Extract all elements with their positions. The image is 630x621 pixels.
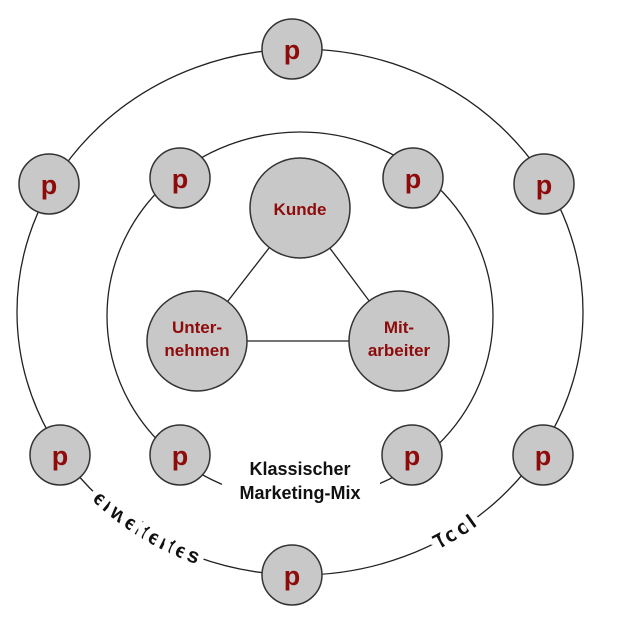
inner-p-node: p bbox=[149, 147, 211, 209]
p-label: p bbox=[535, 441, 552, 471]
p-label: p bbox=[172, 164, 189, 194]
p-label: p bbox=[172, 441, 189, 471]
core-node-unternehmen: Unter- nehmen bbox=[146, 290, 248, 392]
core-label-mitarbeiter-1: Mit- bbox=[384, 318, 414, 337]
core-node-mitarbeiter: Mit- arbeiter bbox=[348, 290, 450, 392]
outer-p-node: p bbox=[512, 424, 574, 486]
core-label-kunde: Kunde bbox=[274, 200, 327, 219]
outer-ring-label-left: erweitertes bbox=[88, 487, 203, 570]
outer-p-node: p bbox=[513, 153, 575, 215]
p-label: p bbox=[404, 441, 421, 471]
core-label-unternehmen-1: Unter- bbox=[172, 318, 222, 337]
outer-p-node: p bbox=[261, 544, 323, 606]
inner-ring-label-line1: Klassischer bbox=[249, 459, 350, 479]
outer-p-node: p bbox=[18, 153, 80, 215]
outer-ring-label-right: Tool bbox=[430, 510, 482, 554]
core-node-kunde: Kunde bbox=[249, 157, 351, 259]
p-label: p bbox=[41, 170, 58, 200]
p-label: p bbox=[405, 164, 422, 194]
core-label-unternehmen-2: nehmen bbox=[164, 341, 229, 360]
inner-p-node: p bbox=[382, 147, 444, 209]
inner-p-node: p bbox=[149, 424, 211, 486]
inner-p-node: p bbox=[381, 424, 443, 486]
inner-ring-label-line2: Marketing-Mix bbox=[239, 483, 360, 503]
p-label: p bbox=[284, 35, 301, 65]
inner-label-backdrop bbox=[222, 455, 380, 507]
p-label: p bbox=[284, 561, 301, 591]
outer-p-node: p bbox=[29, 424, 91, 486]
core-label-mitarbeiter-2: arbeiter bbox=[368, 341, 431, 360]
p-label: p bbox=[52, 441, 69, 471]
outer-p-node: p bbox=[261, 18, 323, 80]
p-label: p bbox=[536, 170, 553, 200]
